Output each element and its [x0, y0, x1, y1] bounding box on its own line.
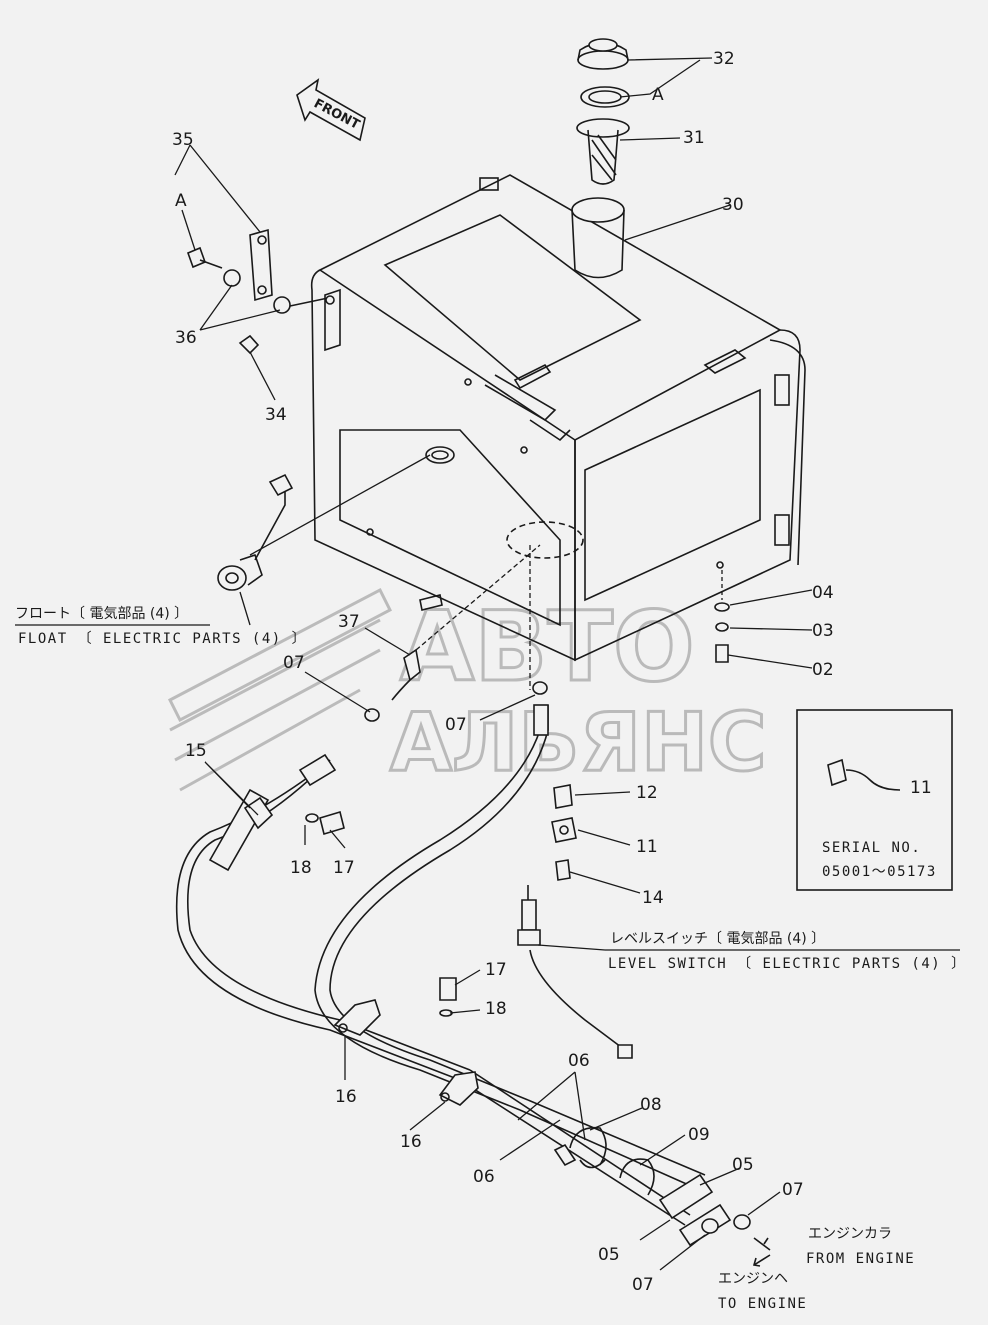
label-03: 03 [812, 621, 834, 641]
label-a-bolt: A [175, 191, 187, 211]
watermark-line2: АЛЬЯНС [390, 696, 767, 789]
label-09: 09 [688, 1125, 710, 1145]
label-12: 12 [636, 783, 658, 803]
level-switch-caption-jp: レベルスイッチ〔 電気部品 (4) 〕 [610, 931, 825, 947]
label-15: 15 [185, 741, 207, 761]
to-engine-en: TO ENGINE [718, 1296, 807, 1312]
label-37: 37 [338, 612, 360, 632]
label-16-a: 16 [335, 1087, 357, 1107]
label-06-b: 06 [473, 1167, 495, 1187]
label-07-d: 07 [632, 1275, 654, 1295]
level-switch-caption-en: LEVEL SWITCH 〔 ELECTRIC PARTS (4) 〕 [608, 956, 967, 972]
from-engine-jp: エンジンカラ [808, 1226, 892, 1242]
float-caption-en: FLOAT 〔 ELECTRIC PARTS (4) 〕 [18, 631, 307, 647]
from-engine-en: FROM ENGINE [806, 1251, 915, 1267]
leader-lines [15, 57, 960, 1271]
label-05-a: 05 [732, 1155, 754, 1175]
label-34: 34 [265, 405, 287, 425]
fuel-tank [310, 174, 806, 662]
serial-title: SERIAL NO. [822, 840, 921, 856]
drain-fittings [714, 570, 730, 663]
captions: フロート〔 電気部品 (4) 〕 FLOAT 〔 ELECTRIC PARTS … [15, 606, 967, 1312]
return-elbow [364, 544, 548, 722]
front-arrow: FRONT [296, 78, 366, 142]
label-11-b: 11 [910, 778, 932, 798]
label-04: 04 [812, 583, 834, 603]
label-07-b: 07 [445, 715, 467, 735]
label-36: 36 [175, 328, 197, 348]
label-02: 02 [812, 660, 834, 680]
label-18-b: 18 [485, 999, 507, 1019]
label-14: 14 [642, 888, 664, 908]
end-clamps-hoses [553, 1126, 771, 1267]
filler-cap-assembly [576, 38, 630, 185]
label-07-a: 07 [283, 653, 305, 673]
label-08: 08 [640, 1095, 662, 1115]
label-16-b: 16 [400, 1132, 422, 1152]
label-17-a: 17 [333, 858, 355, 878]
label-11-a: 11 [636, 837, 658, 857]
label-07-c: 07 [782, 1180, 804, 1200]
label-06-a: 06 [568, 1051, 590, 1071]
float-assembly [217, 454, 431, 591]
level-switch [517, 885, 633, 1059]
serial-inset: SERIAL NO. 05001～05173 [796, 709, 953, 891]
label-30: 30 [722, 195, 744, 215]
to-engine-jp: エンジンヘ [718, 1271, 788, 1287]
float-caption-jp: フロート〔 電気部品 (4) 〕 [15, 606, 188, 622]
tank-bracket [186, 228, 335, 355]
label-35: 35 [172, 130, 194, 150]
label-05-b: 05 [598, 1245, 620, 1265]
label-32: 32 [713, 49, 735, 69]
watermark: АВТО АЛЬЯНС [168, 587, 768, 792]
serial-range: 05001～05173 [822, 864, 937, 880]
part-labels: 32 A 31 30 35 A 36 34 04 03 02 37 07 07 … [172, 49, 932, 1295]
label-31: 31 [683, 128, 705, 148]
label-17-b: 17 [485, 960, 507, 980]
supply-fittings [551, 784, 577, 881]
label-a-gasket: A [652, 85, 664, 105]
serial-inset-frame [796, 709, 953, 891]
label-18-a: 18 [290, 858, 312, 878]
pipe-clamps [243, 796, 479, 1106]
